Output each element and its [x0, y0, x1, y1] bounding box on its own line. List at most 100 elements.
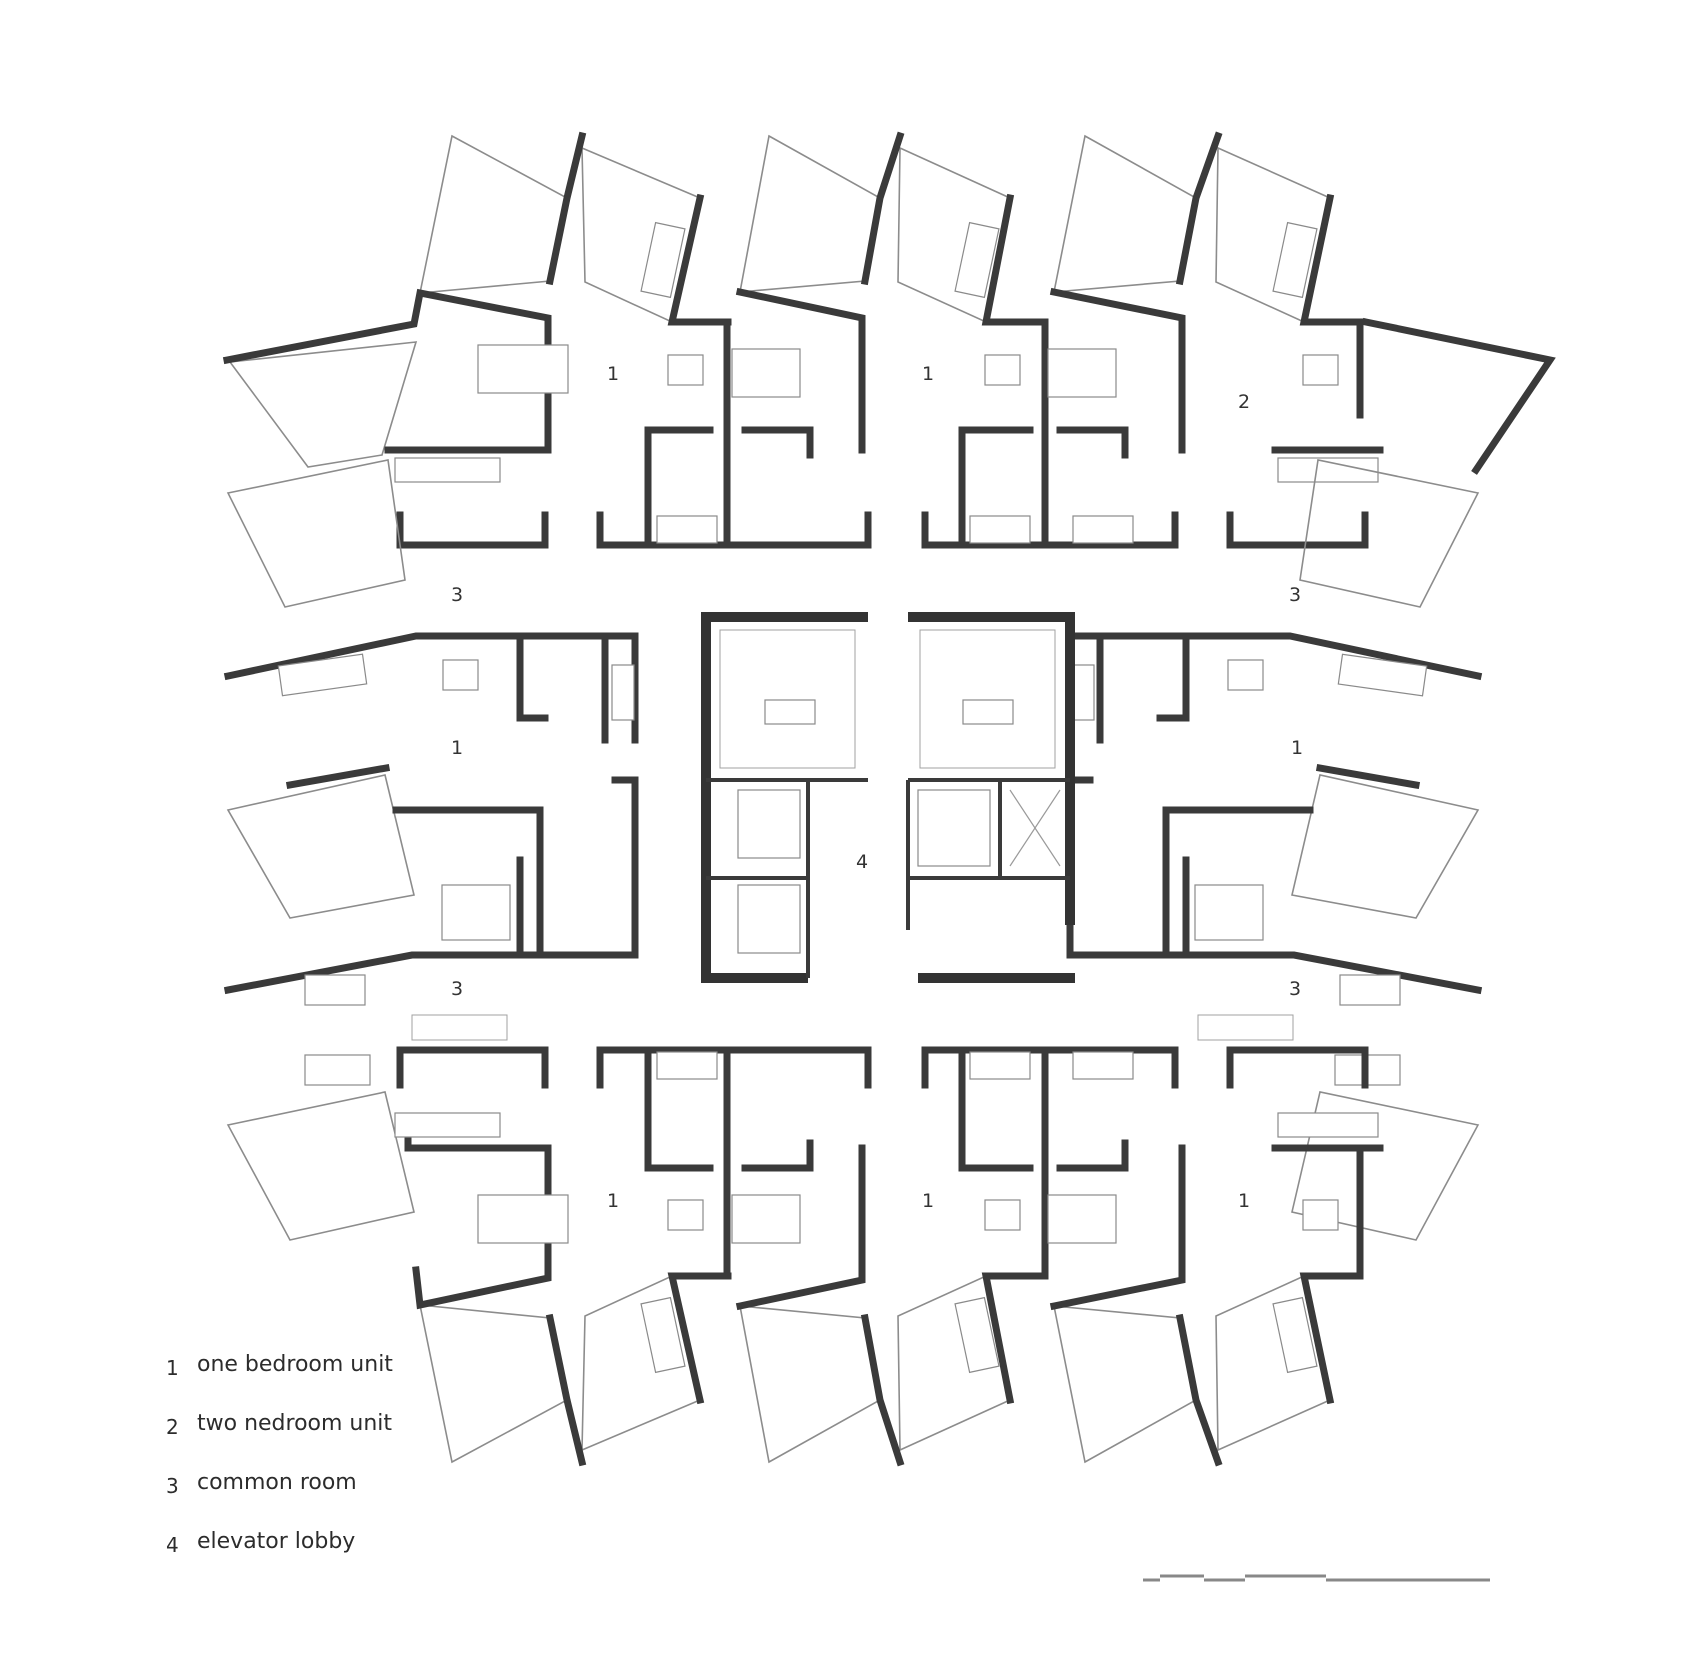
stairs	[1197, 1014, 1294, 1041]
core-wall	[908, 612, 1075, 925]
right-side-units	[1066, 459, 1483, 1241]
stairs	[411, 1014, 508, 1041]
sofa	[304, 1054, 371, 1086]
sofa	[1339, 974, 1401, 1006]
sofa	[954, 221, 1000, 299]
bed	[1047, 348, 1117, 398]
table	[1302, 1199, 1339, 1231]
bed	[1194, 884, 1264, 941]
balcony	[418, 1304, 568, 1464]
bottom-row-units	[394, 1046, 1384, 1467]
legend-label: two nedroom unit	[197, 1411, 393, 1436]
exterior-wall	[981, 193, 1049, 326]
kitchen-counter	[1277, 1112, 1379, 1138]
sofa	[1337, 653, 1428, 697]
kitchen-counter	[394, 1112, 501, 1138]
elevator-car	[917, 789, 991, 867]
core-wall	[701, 612, 868, 983]
exterior-wall	[860, 131, 905, 286]
top-row-units	[222, 131, 1556, 549]
interior-wall	[1056, 1139, 1129, 1172]
legend-label: one bedroom unit	[197, 1352, 393, 1377]
interior-wall	[741, 426, 814, 459]
bathtub	[1071, 664, 1095, 721]
bed	[1047, 1194, 1117, 1244]
corridor-wall	[921, 511, 1179, 549]
exterior-wall	[1361, 317, 1556, 475]
exterior-wall	[545, 131, 587, 286]
balcony	[1291, 774, 1480, 919]
balcony	[419, 134, 568, 294]
corridor-wall	[596, 1046, 872, 1089]
interior-wall	[644, 426, 714, 459]
exterior-wall	[223, 951, 549, 995]
stair-flight	[719, 629, 856, 769]
exterior-wall	[1049, 287, 1186, 454]
unit-label: 3	[1289, 978, 1301, 1000]
unit-label: 3	[451, 978, 463, 1000]
balcony	[1299, 459, 1480, 608]
exterior-wall	[1049, 1144, 1186, 1311]
bed	[477, 344, 569, 394]
exterior-wall	[981, 1272, 1049, 1405]
elevator-car	[737, 884, 801, 954]
legend: 1 one bedroom unit 2 two nedroom unit 3 …	[166, 1352, 393, 1588]
sofa	[277, 653, 368, 697]
bathtub	[656, 1051, 718, 1080]
unit-labels: 1 1 2 3 3 1 1 4 3 3 1 1 1	[451, 363, 1303, 1212]
legend-number: 2	[166, 1415, 179, 1439]
stair-flight	[919, 629, 1056, 769]
unit-label: 1	[1291, 737, 1303, 759]
balcony	[226, 1091, 415, 1241]
unit-label: 1	[922, 363, 934, 385]
shaft-cross	[1009, 789, 1061, 867]
interior-wall	[1162, 806, 1314, 959]
bed	[441, 884, 511, 941]
building-core	[701, 612, 1075, 983]
bed	[477, 1194, 569, 1244]
exterior-wall	[667, 1272, 732, 1405]
bed	[731, 1194, 801, 1244]
table	[984, 1199, 1021, 1231]
interior-wall	[392, 806, 544, 959]
interior-wall	[958, 1139, 1034, 1172]
sofa	[640, 221, 686, 299]
corridor-wall	[396, 1046, 549, 1089]
balcony	[1053, 134, 1197, 293]
interior-wall	[1156, 636, 1190, 722]
table	[667, 1199, 704, 1231]
interior-wall	[1066, 776, 1164, 959]
exterior-wall	[735, 287, 866, 454]
bed	[731, 348, 801, 398]
exterior-wall	[1299, 193, 1364, 419]
left-side-units	[223, 459, 639, 1241]
legend-item: 4 elevator lobby	[166, 1529, 393, 1563]
exterior-wall	[1175, 1313, 1223, 1467]
corridor-wall	[1226, 511, 1369, 549]
unit-label: 3	[1289, 584, 1301, 606]
unit-label: 1	[607, 1190, 619, 1212]
legend-number: 1	[166, 1356, 179, 1380]
table	[1227, 659, 1264, 691]
interior-wall	[516, 636, 549, 722]
unit-label: 3	[451, 584, 463, 606]
bathtub	[969, 515, 1031, 544]
interior-wall	[1056, 426, 1129, 459]
corridor-wall	[921, 1046, 1179, 1089]
exterior-wall	[1175, 131, 1223, 286]
corridor-wall	[396, 511, 549, 549]
exterior-wall	[545, 1313, 587, 1467]
unit-label: 1	[451, 737, 463, 759]
legend-item: 2 two nedroom unit	[166, 1411, 393, 1445]
exterior-wall	[1299, 1144, 1364, 1405]
kitchen-counter	[394, 457, 501, 483]
exterior-wall	[1315, 763, 1421, 790]
interior-wall	[958, 426, 1034, 459]
unit-label: 1	[1238, 1190, 1250, 1212]
balcony	[228, 341, 418, 468]
unit-label: 4	[856, 851, 868, 873]
legend-item: 1 one bedroom unit	[166, 1352, 393, 1386]
interior-wall	[541, 776, 639, 959]
stair-landing	[764, 699, 816, 725]
exterior-wall	[667, 193, 732, 326]
